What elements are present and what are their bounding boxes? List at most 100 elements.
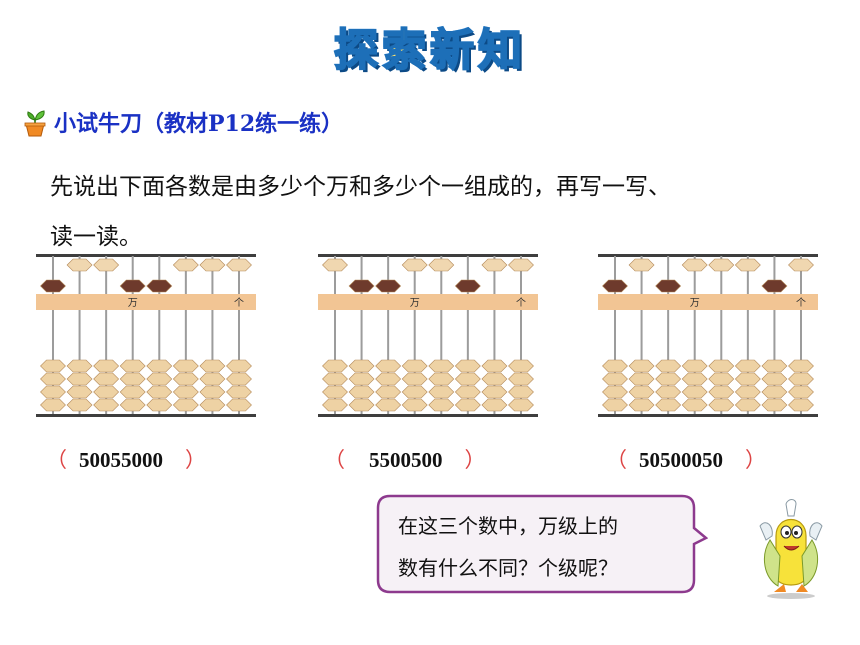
lower-bead bbox=[226, 372, 252, 386]
lower-bead bbox=[481, 398, 508, 412]
lower-bead bbox=[508, 359, 534, 373]
lower-bead bbox=[788, 398, 814, 412]
lower-bead bbox=[681, 398, 708, 412]
lower-bead bbox=[66, 359, 93, 373]
ge-label: 个 bbox=[796, 297, 806, 309]
abacus-2: 万个 bbox=[318, 254, 538, 417]
upper-bead bbox=[655, 279, 682, 293]
lower-bead bbox=[681, 359, 708, 373]
paren-close: ） bbox=[185, 448, 206, 472]
lower-bead bbox=[602, 372, 628, 386]
abacus-beam bbox=[318, 294, 538, 310]
lower-bead bbox=[40, 398, 66, 412]
upper-bead bbox=[508, 258, 534, 272]
lower-bead bbox=[119, 398, 146, 412]
lower-bead bbox=[146, 385, 173, 399]
abacus-3: 万个 bbox=[598, 254, 818, 417]
speech-bubble-text: 在这三个数中，万级上的 数有什么不同？个级呢？ bbox=[398, 505, 698, 589]
paren-open: （ bbox=[46, 448, 67, 472]
upper-bead bbox=[146, 279, 173, 293]
lower-bead bbox=[199, 398, 226, 412]
lower-bead bbox=[602, 398, 628, 412]
lower-bead bbox=[602, 385, 628, 399]
section-label: 小试牛刀（教材P12练一练） bbox=[54, 111, 344, 137]
upper-bead bbox=[708, 258, 735, 272]
abacus-beam bbox=[36, 294, 256, 310]
lower-bead bbox=[761, 398, 788, 412]
lower-bead bbox=[199, 359, 226, 373]
upper-bead bbox=[428, 258, 455, 272]
upper-bead bbox=[93, 258, 120, 272]
lower-bead bbox=[428, 398, 455, 412]
speech-bubble bbox=[376, 494, 708, 594]
bubble-line-1: 在这三个数中，万级上的 bbox=[398, 514, 618, 538]
lower-bead bbox=[375, 385, 402, 399]
upper-bead bbox=[681, 258, 708, 272]
lower-bead bbox=[146, 372, 173, 386]
lower-bead bbox=[401, 372, 428, 386]
lower-bead bbox=[655, 398, 682, 412]
lower-bead bbox=[119, 385, 146, 399]
upper-bead bbox=[66, 258, 93, 272]
lower-bead bbox=[734, 359, 761, 373]
upper-bead bbox=[348, 279, 375, 293]
lower-bead bbox=[708, 398, 735, 412]
abacus-bottom-frame bbox=[36, 414, 256, 417]
lower-bead bbox=[761, 372, 788, 386]
lower-bead bbox=[93, 398, 120, 412]
upper-bead bbox=[761, 279, 788, 293]
instruction: 先说出下面各数是由多少个万和多少个一组成的，再写一写、 读一读。 bbox=[50, 162, 840, 262]
paren-open: （ bbox=[606, 448, 627, 472]
upper-bead bbox=[481, 258, 508, 272]
upper-bead bbox=[602, 279, 628, 293]
lower-bead bbox=[628, 398, 655, 412]
lower-bead bbox=[172, 359, 199, 373]
speech-bubble-shape bbox=[376, 494, 708, 594]
lower-bead bbox=[761, 385, 788, 399]
upper-bead bbox=[199, 258, 226, 272]
wan-label: 万 bbox=[690, 298, 700, 309]
instruction-line-2: 读一读。 bbox=[50, 224, 142, 250]
lower-bead bbox=[508, 398, 534, 412]
lower-bead bbox=[734, 398, 761, 412]
lower-bead bbox=[508, 385, 534, 399]
lower-bead bbox=[628, 372, 655, 386]
lower-bead bbox=[348, 385, 375, 399]
lower-bead bbox=[40, 372, 66, 386]
lower-bead bbox=[172, 398, 199, 412]
lower-bead bbox=[401, 398, 428, 412]
upper-bead bbox=[119, 279, 146, 293]
lower-bead bbox=[375, 398, 402, 412]
paren-close: ） bbox=[745, 448, 766, 472]
lower-bead bbox=[375, 372, 402, 386]
lower-bead bbox=[226, 398, 252, 412]
answer-1: （50055000） bbox=[46, 444, 206, 476]
lower-bead bbox=[348, 398, 375, 412]
sprout-pot-icon bbox=[24, 110, 46, 137]
lower-bead bbox=[322, 359, 348, 373]
lower-bead bbox=[734, 372, 761, 386]
upper-bead bbox=[40, 279, 66, 293]
lower-bead bbox=[454, 372, 481, 386]
lower-bead bbox=[788, 385, 814, 399]
lower-bead bbox=[481, 372, 508, 386]
instruction-line-1: 先说出下面各数是由多少个万和多少个一组成的，再写一写、 bbox=[50, 174, 671, 200]
lower-bead bbox=[401, 385, 428, 399]
lower-bead bbox=[322, 372, 348, 386]
section-header: 小试牛刀（教材P12练一练） bbox=[22, 104, 343, 140]
lower-bead bbox=[708, 385, 735, 399]
lower-bead bbox=[199, 385, 226, 399]
page-title: 探索新知 bbox=[333, 24, 526, 77]
lower-bead bbox=[454, 359, 481, 373]
lower-bead bbox=[172, 385, 199, 399]
lower-bead bbox=[93, 385, 120, 399]
lower-bead bbox=[655, 372, 682, 386]
lower-bead bbox=[401, 359, 428, 373]
abacus-bottom-frame bbox=[318, 414, 538, 417]
lower-bead bbox=[681, 372, 708, 386]
ge-label: 个 bbox=[234, 297, 244, 309]
lower-bead bbox=[226, 385, 252, 399]
upper-bead bbox=[788, 258, 814, 272]
lower-bead bbox=[146, 359, 173, 373]
bubble-line-2: 数有什么不同？个级呢？ bbox=[398, 556, 618, 580]
